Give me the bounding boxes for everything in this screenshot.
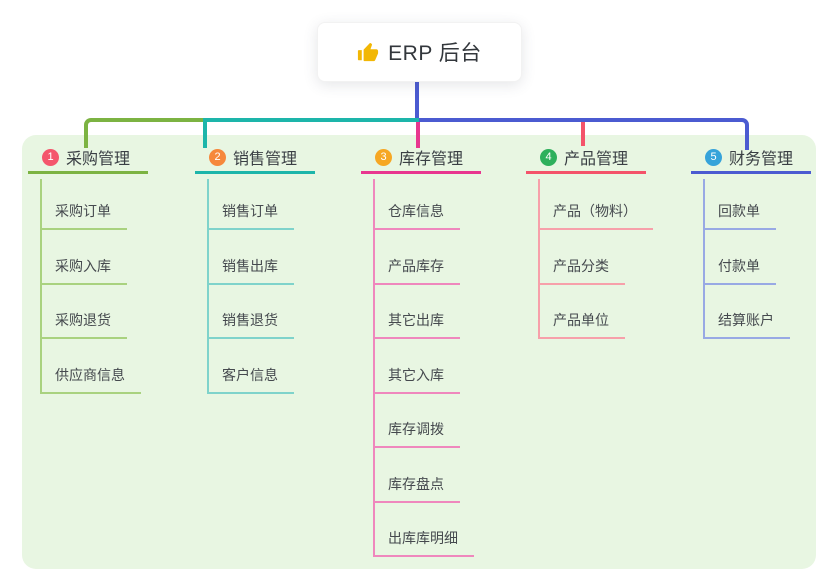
child-node-inventory-2[interactable]: 其它出库 <box>373 310 460 339</box>
connector-drop-sales <box>203 122 207 148</box>
child-node-label: 仓库信息 <box>388 203 444 219</box>
child-node-purchase-1[interactable]: 采购入库 <box>40 256 127 285</box>
child-node-purchase-2[interactable]: 采购退货 <box>40 310 127 339</box>
child-node-inventory-0[interactable]: 仓库信息 <box>373 201 460 230</box>
child-node-label: 采购退货 <box>55 312 111 328</box>
branch-number-badge: 1 <box>42 148 59 166</box>
child-node-finance-1[interactable]: 付款单 <box>703 256 776 285</box>
branch-number-badge: 5 <box>705 148 722 166</box>
branch-topic-label: 库存管理 <box>399 151 464 168</box>
child-node-inventory-1[interactable]: 产品库存 <box>373 256 460 285</box>
root-node-label: ERP 后台 <box>388 42 482 65</box>
branch-topic-purchase[interactable]: 1 采购管理 <box>28 148 149 174</box>
child-node-label: 销售出库 <box>222 257 278 274</box>
child-node-label: 其它入库 <box>388 366 444 383</box>
branch-number-badge: 4 <box>540 148 557 166</box>
child-node-label: 回款单 <box>718 203 760 219</box>
branch-topic-label: 财务管理 <box>729 151 794 168</box>
branch-topic-label: 销售管理 <box>233 151 298 168</box>
child-node-sales-3[interactable]: 客户信息 <box>207 365 294 394</box>
child-node-label: 库存调拨 <box>388 421 444 437</box>
branches-panel <box>22 135 816 569</box>
branch-number-badge: 2 <box>209 148 226 166</box>
child-connector-line-finance <box>703 179 705 339</box>
branch-topic-product[interactable]: 4 产品管理 <box>526 148 647 174</box>
child-connector-line-inventory <box>373 179 375 557</box>
child-node-label: 客户信息 <box>222 366 278 383</box>
child-node-label: 库存盘点 <box>388 475 444 492</box>
root-node-erp[interactable]: ERP 后台 <box>317 22 522 82</box>
child-node-inventory-4[interactable]: 库存调拨 <box>373 419 460 448</box>
connector-drop-product <box>581 122 585 146</box>
child-node-product-1[interactable]: 产品分类 <box>538 256 625 285</box>
connector-bus-blue <box>419 118 749 150</box>
child-node-label: 采购订单 <box>55 203 111 219</box>
child-node-label: 产品库存 <box>388 257 444 274</box>
branch-topic-label: 产品管理 <box>564 151 629 168</box>
child-node-label: 供应商信息 <box>55 366 125 383</box>
child-node-finance-0[interactable]: 回款单 <box>703 201 776 230</box>
child-node-label: 出库库明细 <box>388 530 458 546</box>
child-node-label: 结算账户 <box>718 312 774 328</box>
child-node-purchase-3[interactable]: 供应商信息 <box>40 365 141 394</box>
branch-topic-sales[interactable]: 2 销售管理 <box>195 148 316 174</box>
child-node-sales-0[interactable]: 销售订单 <box>207 201 294 230</box>
child-connector-line-sales <box>207 179 209 394</box>
branch-topic-label: 采购管理 <box>66 151 131 168</box>
child-node-sales-1[interactable]: 销售出库 <box>207 256 294 285</box>
child-connector-line-purchase <box>40 179 42 394</box>
child-node-inventory-3[interactable]: 其它入库 <box>373 365 460 394</box>
connector-drop-inventory <box>416 122 420 148</box>
thumbs-up-icon <box>357 41 379 63</box>
child-node-label: 采购入库 <box>55 257 111 274</box>
child-connector-line-product <box>538 179 540 339</box>
child-node-purchase-0[interactable]: 采购订单 <box>40 201 127 230</box>
root-drop-connector <box>415 81 419 118</box>
branch-topic-inventory[interactable]: 3 库存管理 <box>361 148 482 174</box>
connector-bus-teal <box>203 118 419 122</box>
child-node-sales-2[interactable]: 销售退货 <box>207 310 294 339</box>
child-node-label: 其它出库 <box>388 312 444 328</box>
child-node-label: 付款单 <box>718 257 760 274</box>
child-node-label: 产品单位 <box>553 312 609 328</box>
child-node-label: 产品（物料） <box>553 203 637 219</box>
child-node-label: 产品分类 <box>553 257 609 274</box>
child-node-label: 销售退货 <box>222 312 278 328</box>
child-node-product-0[interactable]: 产品（物料） <box>538 201 653 230</box>
child-node-product-2[interactable]: 产品单位 <box>538 310 625 339</box>
child-node-finance-2[interactable]: 结算账户 <box>703 310 790 339</box>
child-node-inventory-5[interactable]: 库存盘点 <box>373 474 460 503</box>
child-node-inventory-6[interactable]: 出库库明细 <box>373 528 474 557</box>
child-node-label: 销售订单 <box>222 203 278 219</box>
branch-topic-finance[interactable]: 5 财务管理 <box>691 148 812 174</box>
connector-bus-green <box>84 118 204 148</box>
branch-number-badge: 3 <box>375 148 392 166</box>
